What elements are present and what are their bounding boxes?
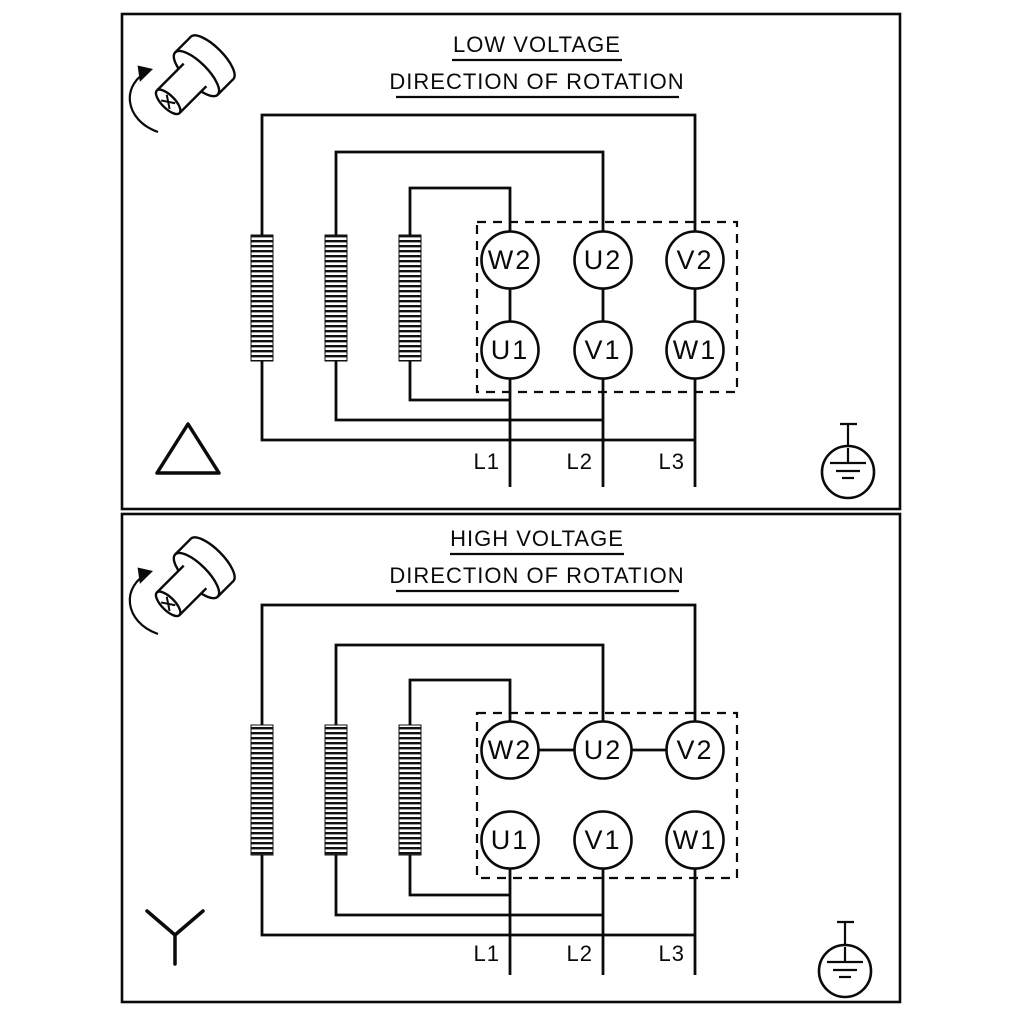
terminal-circle bbox=[573, 810, 633, 870]
wire bbox=[408, 361, 510, 402]
wire bbox=[260, 855, 695, 937]
terminal-label: V2 bbox=[676, 735, 713, 765]
motor-winding-coil bbox=[250, 724, 274, 856]
wire bbox=[408, 855, 510, 897]
terminal-label: V1 bbox=[584, 335, 621, 365]
wire bbox=[260, 361, 695, 442]
earth-ground-icon bbox=[817, 920, 873, 999]
supply-line-label: L2 bbox=[567, 941, 593, 966]
terminal-label: U2 bbox=[584, 245, 623, 275]
terminal-label: W1 bbox=[673, 825, 718, 855]
terminal-label: W1 bbox=[673, 335, 718, 365]
wire bbox=[260, 603, 697, 725]
star-symbol bbox=[145, 909, 205, 966]
terminal-circle bbox=[665, 230, 725, 290]
motor-winding-coil bbox=[324, 234, 348, 362]
supply-line-label: L2 bbox=[567, 449, 593, 474]
motor-winding-coil bbox=[398, 234, 422, 362]
terminal-circle bbox=[665, 810, 725, 870]
terminal-circle bbox=[665, 720, 725, 780]
motor-winding-coil bbox=[250, 234, 274, 362]
terminal-box bbox=[475, 711, 739, 880]
terminal-circle bbox=[480, 810, 540, 870]
panel-high-voltage: HIGH VOLTAGE DIRECTION OF ROTATION bbox=[120, 512, 902, 1004]
shaft-rotation-icon bbox=[128, 34, 236, 134]
terminal-label: V1 bbox=[584, 825, 621, 855]
supply-line-label: L1 bbox=[474, 449, 500, 474]
panel-title: LOW VOLTAGE bbox=[453, 32, 621, 57]
wire bbox=[334, 361, 603, 422]
terminal-circle bbox=[480, 230, 540, 290]
panel-border bbox=[120, 512, 902, 1004]
terminal-label: W2 bbox=[488, 735, 533, 765]
terminal-circle bbox=[480, 320, 540, 380]
shaft-rotation-icon bbox=[128, 536, 236, 636]
wire bbox=[334, 150, 605, 235]
supply-line-label: L3 bbox=[659, 449, 685, 474]
rotation-arrow-icon bbox=[128, 567, 159, 636]
terminal-circle bbox=[573, 720, 633, 780]
terminal-box bbox=[475, 220, 739, 394]
delta-symbol bbox=[155, 422, 221, 475]
earth-ground-icon bbox=[820, 422, 876, 500]
panel-subtitle: DIRECTION OF ROTATION bbox=[389, 563, 684, 588]
terminal-label: W2 bbox=[488, 245, 533, 275]
wire bbox=[408, 186, 512, 235]
wire bbox=[334, 855, 603, 917]
terminal-circle bbox=[573, 320, 633, 380]
motor-winding-coil bbox=[398, 724, 422, 856]
terminal-label: V2 bbox=[676, 245, 713, 275]
terminal-circle bbox=[573, 230, 633, 290]
panel-subtitle: DIRECTION OF ROTATION bbox=[389, 69, 684, 94]
terminal-circle bbox=[480, 720, 540, 780]
panel-low-voltage: LOW VOLTAGE DIRECTION OF ROTATION bbox=[120, 12, 902, 511]
wire bbox=[260, 113, 697, 235]
motor-winding-coil bbox=[324, 724, 348, 856]
wire bbox=[408, 678, 512, 725]
supply-line-label: L3 bbox=[659, 941, 685, 966]
panel-border bbox=[120, 12, 902, 511]
rotation-arrow-icon bbox=[128, 65, 159, 134]
terminal-label: U1 bbox=[491, 335, 530, 365]
wire bbox=[334, 643, 605, 725]
terminal-circle bbox=[665, 320, 725, 380]
panel-title: HIGH VOLTAGE bbox=[450, 526, 624, 551]
supply-line-label: L1 bbox=[474, 941, 500, 966]
terminal-label: U2 bbox=[584, 735, 623, 765]
terminal-label: U1 bbox=[491, 825, 530, 855]
